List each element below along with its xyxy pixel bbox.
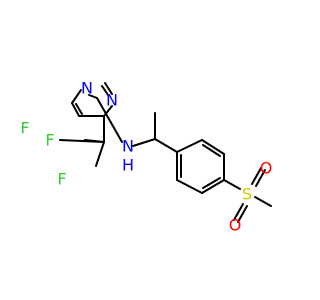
bond-n1-c2 (104, 82, 113, 95)
oxygen-bottom: O (229, 216, 242, 235)
bond-chiral-phenyl (154, 138, 178, 153)
bond-c2-nh (96, 97, 123, 143)
bond-ph2-ph3-inner (202, 144, 221, 157)
bond-nh-chiral (132, 138, 156, 147)
bond-s-o-bottom-b (237, 205, 248, 223)
bond-cf3-f-bottom (95, 141, 105, 167)
bond-s-methyl (254, 196, 272, 207)
ring-nitrogen-top: N (81, 79, 93, 98)
bond-ph4-s (223, 179, 241, 190)
bond-n3-c4 (71, 89, 82, 104)
molecule-structure: N N N H F F F S O O (20, 79, 273, 235)
fluorine-left: F (45, 131, 54, 150)
fluorine-top: F (20, 119, 29, 138)
oxygen-top: O (260, 159, 273, 178)
molecule-diagram: N N N H F F F S O O (20, 78, 273, 235)
bond-s-o-top-a (251, 167, 262, 185)
sulfur-atom: S (242, 185, 252, 204)
bond-ph4-ph5-inner (202, 177, 221, 189)
bond-s-o-top-b (255, 169, 266, 187)
bond-c4-c5 (71, 102, 80, 117)
bond-ph2-ph3 (201, 139, 225, 155)
fluorine-bottom: F (57, 170, 66, 189)
bond-n1-c2-inner (101, 85, 109, 96)
bond-ph1-ph2 (176, 139, 203, 153)
ring-nitrogen-lower: N (106, 91, 118, 110)
amine-nitrogen: N (122, 137, 134, 156)
amine-hydrogen: H (122, 156, 134, 175)
bond-s-o-bottom-a (233, 203, 244, 221)
bond-cf3-f-left (59, 139, 105, 143)
bond-ph5-ph6 (176, 179, 203, 194)
bond-c4-c5-inner (75, 103, 83, 115)
bond-ph4-ph5 (201, 179, 225, 194)
bond-c2-n3 (88, 94, 98, 99)
